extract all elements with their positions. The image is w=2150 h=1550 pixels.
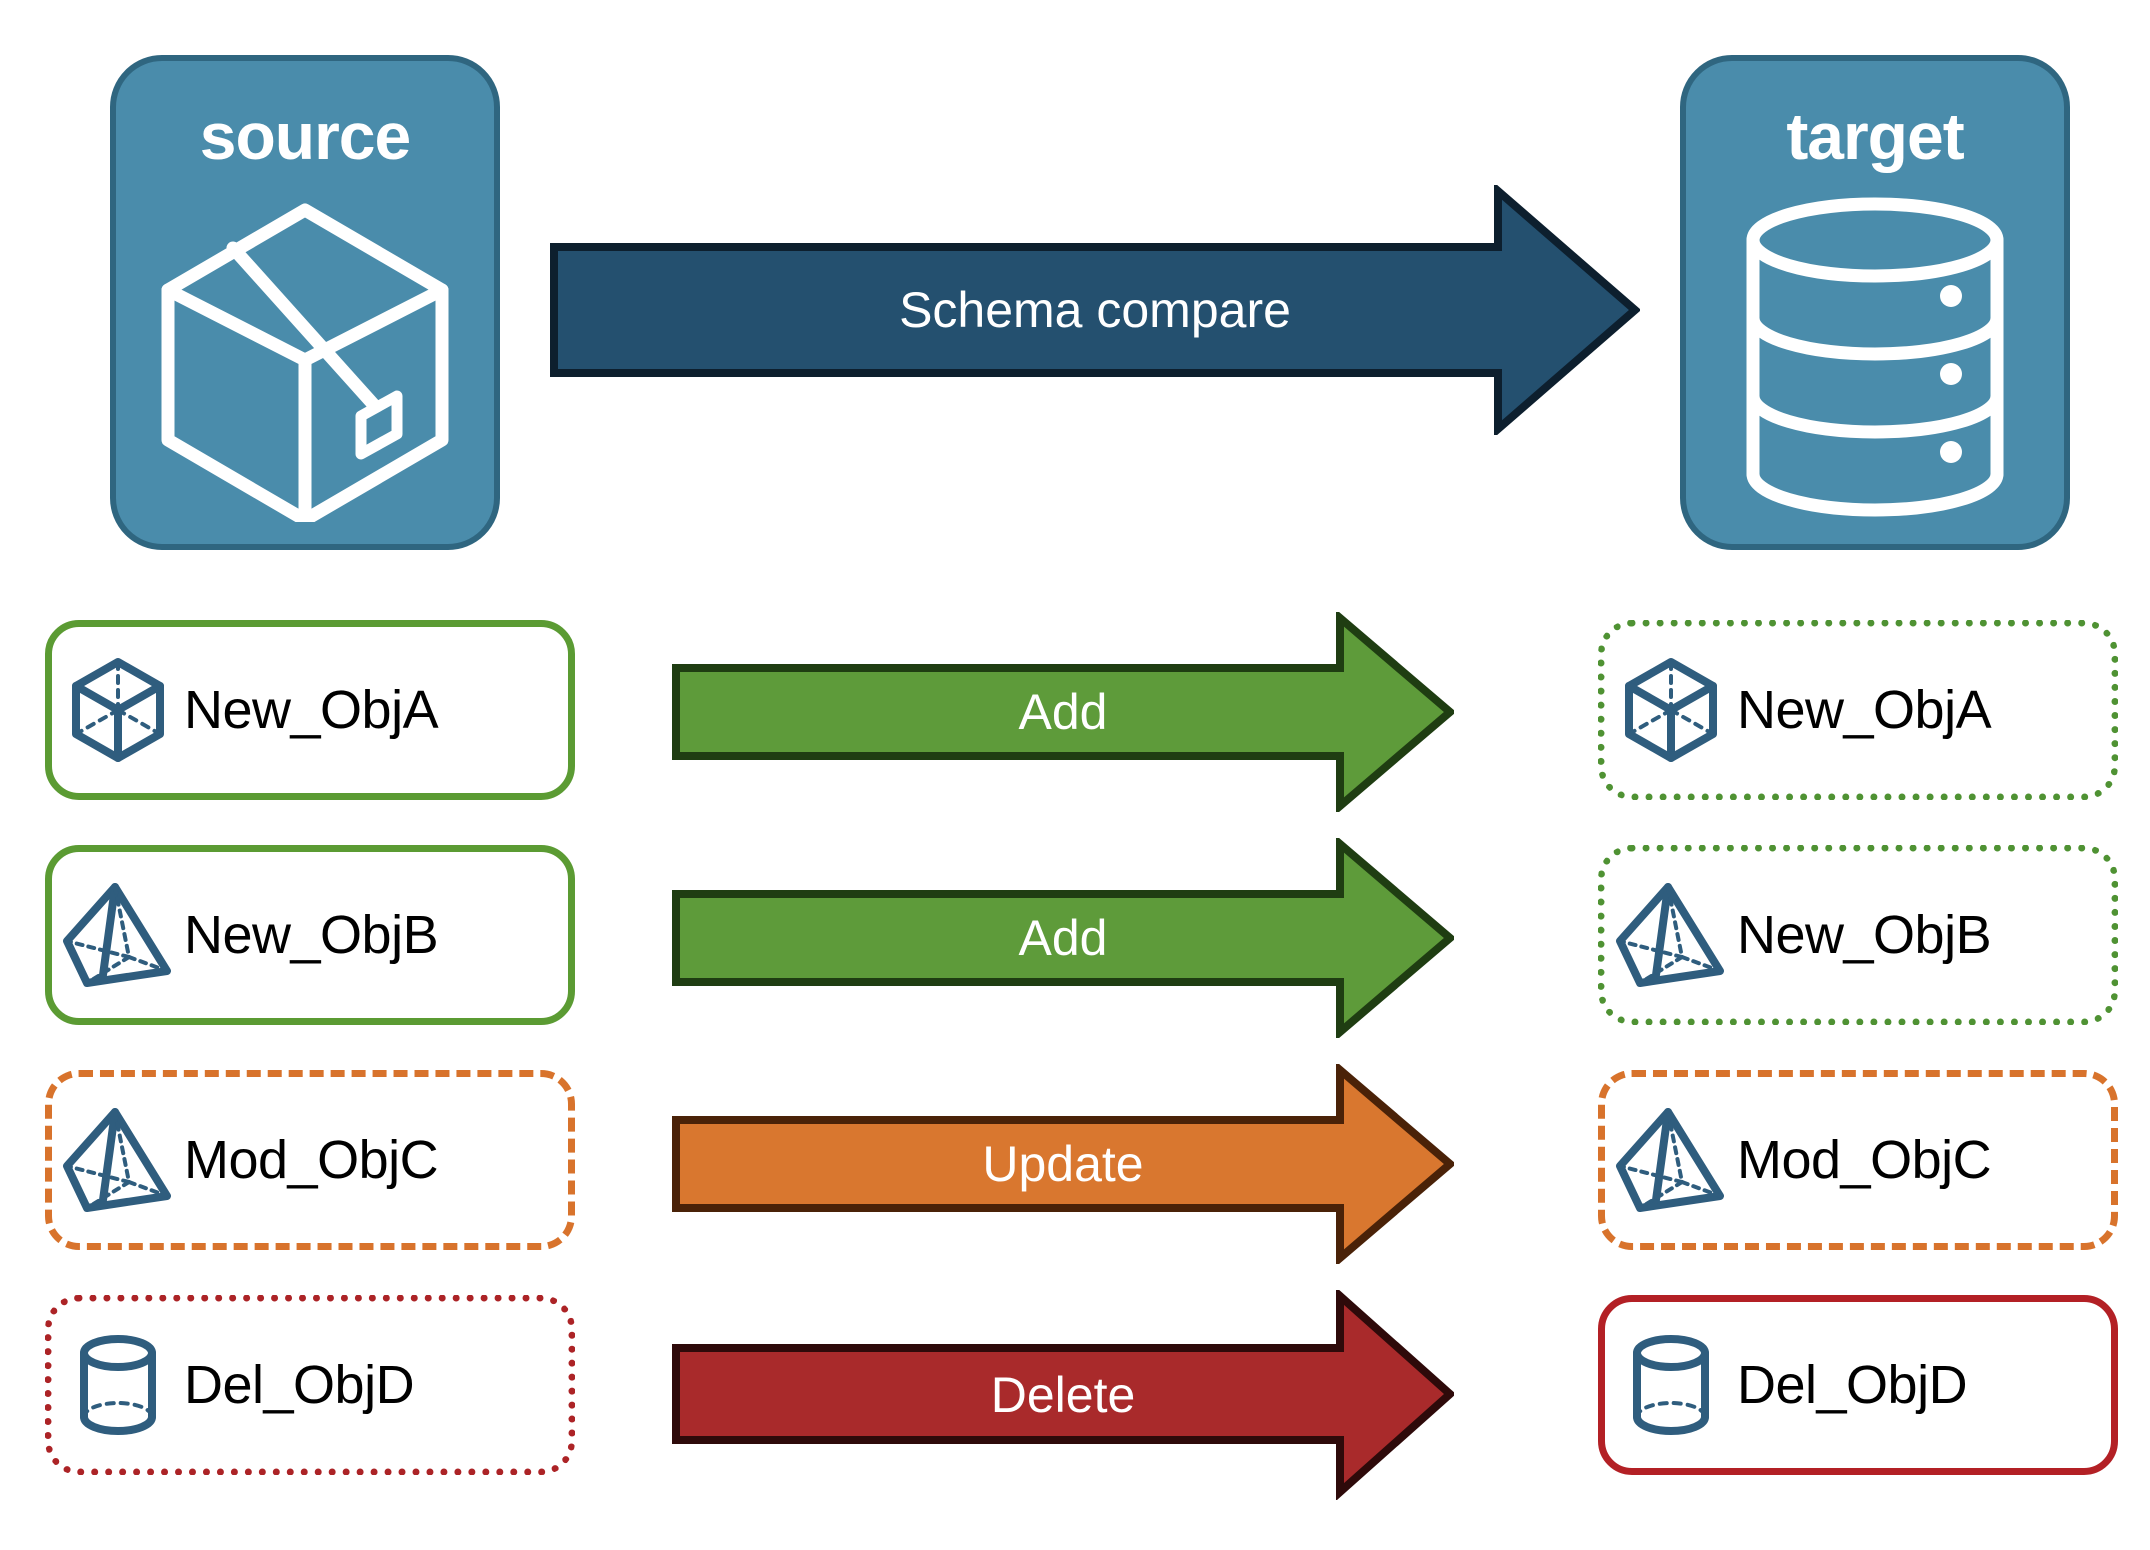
cylinder-wireframe-icon <box>1605 1329 1737 1441</box>
target-object-name: Mod_ObjC <box>1737 1130 1992 1190</box>
source-endpoint-label: source <box>199 99 411 173</box>
update-arrow[interactable]: Update <box>672 1061 1457 1267</box>
add-arrow[interactable]: Add <box>672 835 1457 1041</box>
target-endpoint-label: target <box>1786 99 1964 173</box>
cylinder-wireframe-icon <box>52 1329 184 1441</box>
cube-wireframe-icon <box>1605 654 1737 766</box>
target-object-chip[interactable]: Del_ObjD <box>1598 1295 2118 1475</box>
target-object-chip[interactable]: Mod_ObjC <box>1598 1070 2118 1250</box>
target-object-name: New_ObjB <box>1737 905 1992 965</box>
pyramid-wireframe-icon <box>1605 879 1737 991</box>
source-object-chip[interactable]: Mod_ObjC <box>45 1070 575 1250</box>
source-object-name: New_ObjA <box>184 680 439 740</box>
target-object-chip[interactable]: New_ObjB <box>1598 845 2118 1025</box>
add-arrow[interactable]: Add <box>672 609 1457 815</box>
source-object-name: Mod_ObjC <box>184 1130 439 1190</box>
delete-arrow[interactable]: Delete <box>672 1287 1457 1501</box>
pyramid-wireframe-icon <box>1605 1104 1737 1216</box>
target-endpoint-card[interactable]: target <box>1680 55 2070 550</box>
source-object-name: Del_ObjD <box>184 1355 415 1415</box>
database-cylinder-icon <box>1686 169 2064 544</box>
source-object-chip[interactable]: New_ObjA <box>45 620 575 800</box>
cube-wireframe-icon <box>52 654 184 766</box>
source-object-chip[interactable]: Del_ObjD <box>45 1295 575 1475</box>
source-endpoint-card[interactable]: source <box>110 55 500 550</box>
source-object-chip[interactable]: New_ObjB <box>45 845 575 1025</box>
pyramid-wireframe-icon <box>52 1104 184 1216</box>
package-box-icon <box>116 169 494 544</box>
target-object-chip[interactable]: New_ObjA <box>1598 620 2118 800</box>
target-object-name: New_ObjA <box>1737 680 1992 740</box>
source-object-name: New_ObjB <box>184 905 439 965</box>
pyramid-wireframe-icon <box>52 879 184 991</box>
schema-compare-arrow[interactable]: Schema compare <box>550 182 1642 438</box>
target-object-name: Del_ObjD <box>1737 1355 1968 1415</box>
